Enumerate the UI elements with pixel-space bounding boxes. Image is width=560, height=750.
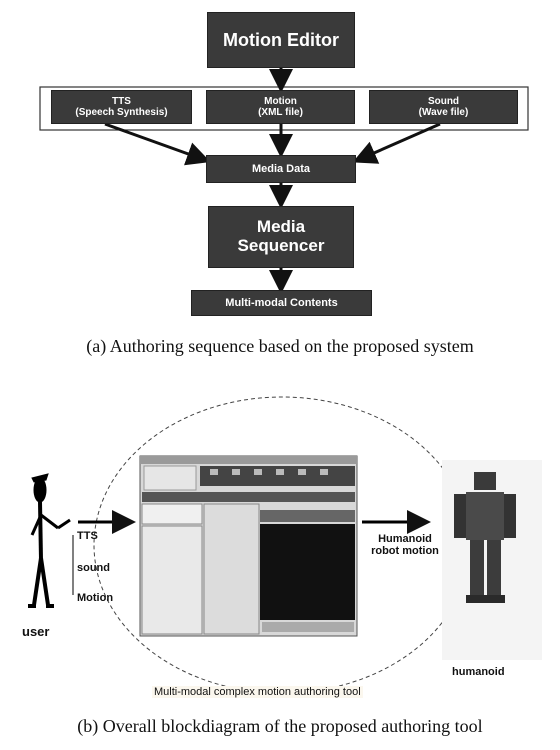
sequencer-label-line1: Media bbox=[256, 217, 306, 237]
user-label: user bbox=[22, 624, 50, 639]
arrow-sound-to-media bbox=[352, 122, 441, 164]
tool-name-label: Multi-modal complex motion authoring too… bbox=[152, 686, 363, 698]
input-motion-label: Motion bbox=[77, 592, 114, 604]
multimodal-contents-box: Multi-modal Contents bbox=[191, 290, 372, 316]
output-label: Humanoid robot motion bbox=[370, 533, 440, 557]
output-label-line2: robot motion bbox=[371, 545, 439, 557]
tts-label: TTS bbox=[112, 96, 131, 107]
media-sequencer-box: Media Sequencer bbox=[208, 206, 354, 268]
media-data-box: Media Data bbox=[206, 155, 356, 183]
motion-editor-box: Motion Editor bbox=[207, 12, 355, 68]
arrow-tts-to-media bbox=[104, 122, 211, 166]
sound-sublabel: (Wave file) bbox=[418, 107, 469, 118]
sound-label: Sound bbox=[427, 96, 460, 107]
tts-box: TTS (Speech Synthesis) bbox=[51, 90, 192, 124]
input-sound-label: sound bbox=[77, 562, 110, 574]
tts-sublabel: (Speech Synthesis) bbox=[75, 107, 168, 118]
motion-label: Motion bbox=[264, 96, 297, 107]
contents-label: Multi-modal Contents bbox=[225, 297, 338, 309]
humanoid-robot-image bbox=[442, 460, 542, 660]
sequencer-label-line2: Sequencer bbox=[237, 236, 325, 255]
output-label-line1: Humanoid bbox=[378, 533, 432, 545]
humanoid-label: humanoid bbox=[452, 666, 505, 678]
caption-a: (a) Authoring sequence based on the prop… bbox=[86, 336, 474, 356]
media-data-label: Media Data bbox=[251, 163, 311, 175]
caption-b: (b) Overall blockdiagram of the proposed… bbox=[77, 716, 483, 736]
motion-box: Motion (XML file) bbox=[206, 90, 355, 124]
input-tts-label: TTS bbox=[77, 530, 98, 542]
motion-sublabel: (XML file) bbox=[258, 107, 303, 118]
sound-box: Sound (Wave file) bbox=[369, 90, 518, 124]
authoring-tool-screenshot bbox=[139, 455, 358, 637]
motion-editor-label: Motion Editor bbox=[223, 29, 339, 50]
user-figure-icon bbox=[28, 473, 71, 608]
